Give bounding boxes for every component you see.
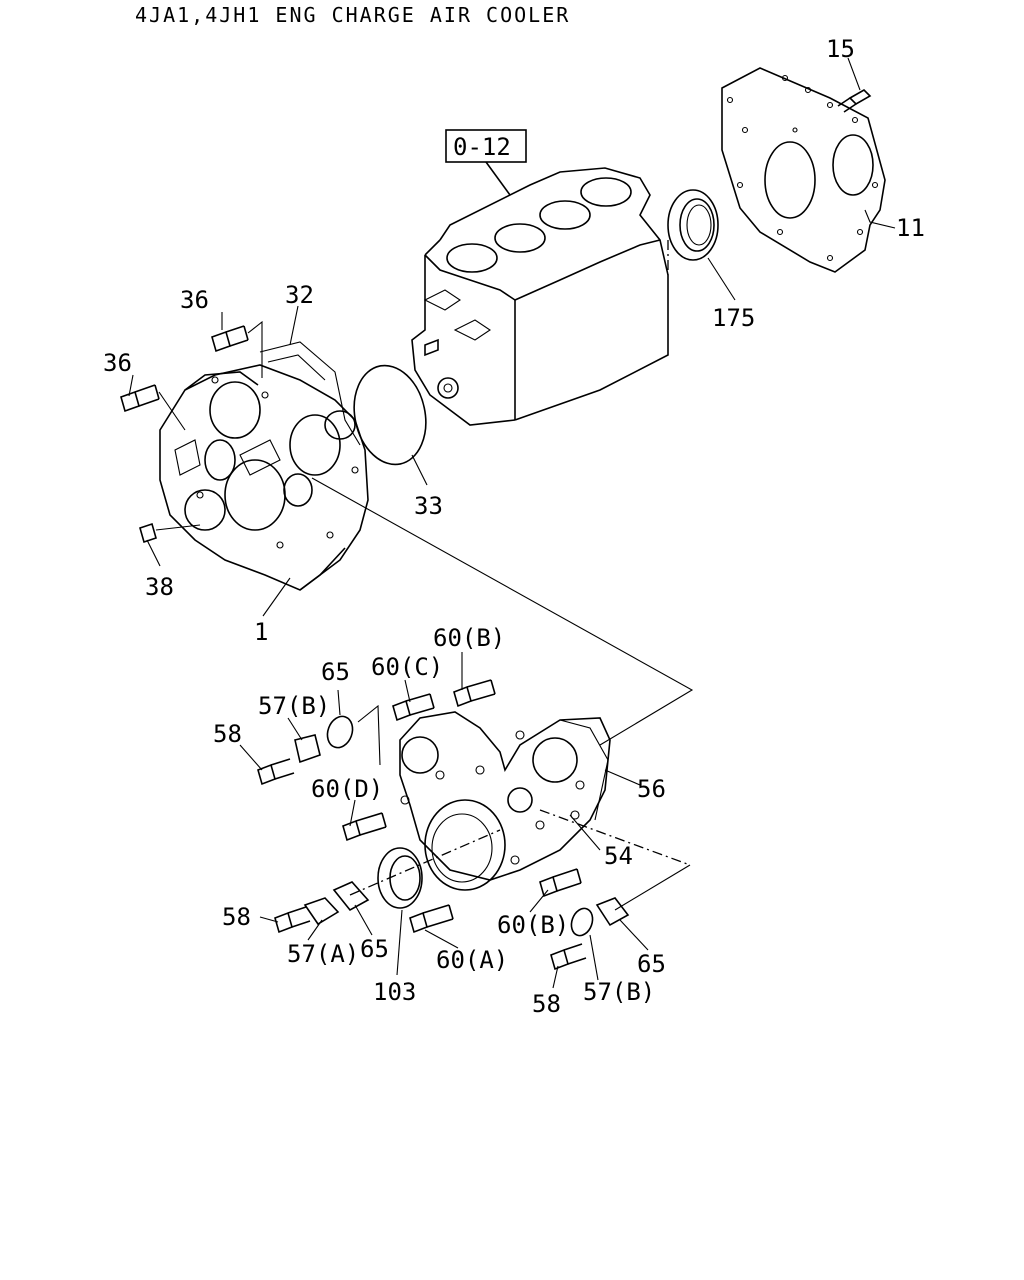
callout-32: 32 <box>285 281 314 309</box>
reference-box: 0-12 <box>445 129 527 196</box>
gasket-part-65-lower-right <box>595 897 630 927</box>
leader-lines <box>128 57 896 989</box>
callout-58-upper: 58 <box>213 720 242 748</box>
bolt-part-36-upper <box>211 320 263 378</box>
callout-58-lower-left: 58 <box>222 903 251 931</box>
rear-plate-part-11 <box>721 67 886 273</box>
bolt-part-58-lower-right <box>550 943 587 971</box>
bolt-part-60-b-upper <box>453 679 496 708</box>
callout-103: 103 <box>373 978 416 1006</box>
callout-57a: 57(A) <box>287 940 359 968</box>
right-guide-line <box>614 864 691 911</box>
callout-65-lower-right: 65 <box>637 950 666 978</box>
callout-57b-lower: 57(B) <box>583 978 655 1006</box>
assembly-guide-line <box>311 477 694 746</box>
o-ring-part-33 <box>353 364 427 466</box>
callout-60c: 60(C) <box>371 653 443 681</box>
gasket-part-56 <box>559 719 609 821</box>
callout-1: 1 <box>254 618 268 646</box>
right-axis-line <box>539 809 691 866</box>
gear-case-part-1 <box>159 364 369 591</box>
callout-38: 38 <box>145 573 174 601</box>
dowel-pin-part-38 <box>139 522 201 544</box>
bolt-part-15 <box>837 89 872 113</box>
center-axis-line <box>349 829 501 896</box>
callout-36-left: 36 <box>103 349 132 377</box>
callout-60b-upper: 60(B) <box>433 624 505 652</box>
cover-plate-part-57b-upper <box>294 734 321 764</box>
oil-seal-part-103 <box>377 847 423 909</box>
callout-33: 33 <box>414 492 443 520</box>
reference-box-label: 0-12 <box>453 133 511 161</box>
callout-65-lower-left: 65 <box>360 935 389 963</box>
gasket-part-65-lower-left <box>332 881 370 912</box>
guide-line-upper-left <box>357 704 381 766</box>
bolt-part-60-a <box>409 904 454 934</box>
callout-11: 11 <box>896 214 925 242</box>
callout-56: 56 <box>637 775 666 803</box>
callout-60a: 60(A) <box>436 946 508 974</box>
gasket-part-32 <box>259 341 361 446</box>
diagram-title: 4JA1,4JH1 ENG CHARGE AIR COOLER <box>135 3 570 27</box>
callout-175: 175 <box>712 304 755 332</box>
bolt-part-58-lower-left <box>274 906 311 934</box>
callout-54: 54 <box>604 842 633 870</box>
bolt-part-60-d <box>342 812 387 842</box>
callout-65-upper: 65 <box>321 658 350 686</box>
cover-plate-part-57b-lower <box>570 907 594 937</box>
callout-57b-upper: 57(B) <box>258 692 330 720</box>
front-cover-part-54 <box>399 711 611 891</box>
bolt-part-60-b-lower <box>539 868 582 898</box>
callout-60b-lower: 60(B) <box>497 911 569 939</box>
cover-plate-part-57a <box>303 897 340 926</box>
oil-seal-part-175 <box>667 189 719 261</box>
callout-15: 15 <box>826 35 855 63</box>
bolt-part-36-left <box>120 384 186 431</box>
callout-58-lower-right: 58 <box>532 990 561 1018</box>
bolt-part-58-upper <box>257 758 295 786</box>
engine-block <box>411 167 669 426</box>
callout-60d: 60(D) <box>311 775 383 803</box>
callout-36-upper: 36 <box>180 286 209 314</box>
gasket-part-65-upper <box>326 715 354 749</box>
